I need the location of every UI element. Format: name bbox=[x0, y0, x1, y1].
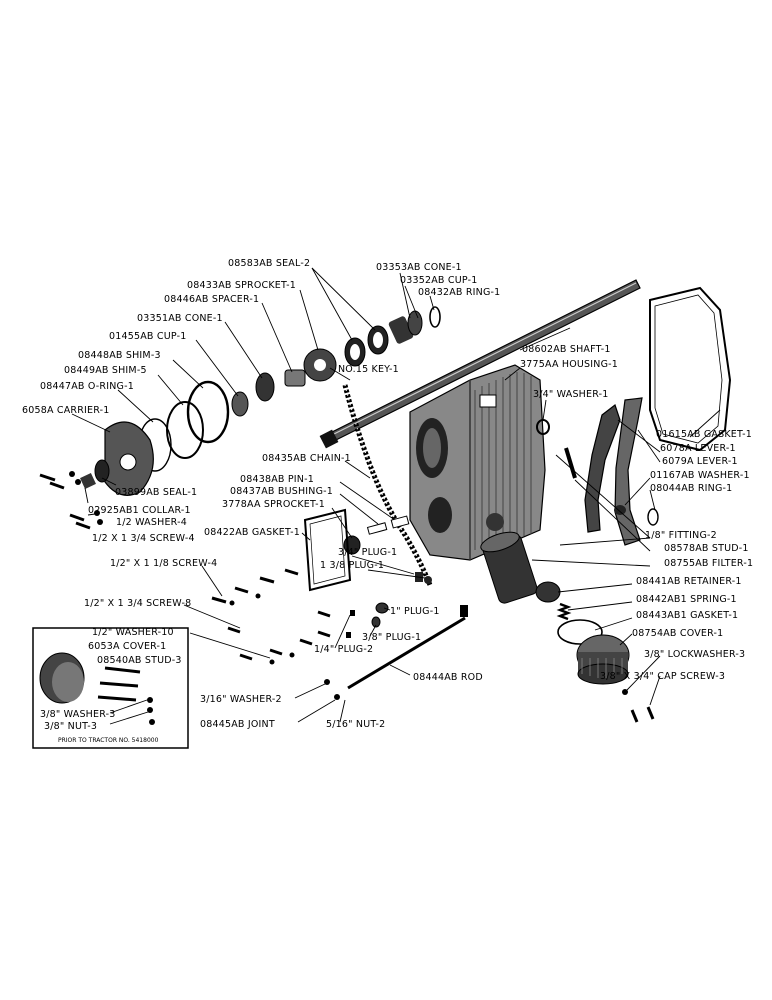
label-plug-138: 1 3/8 PLUG-1 bbox=[320, 560, 384, 571]
inset-box bbox=[32, 627, 189, 749]
label-cup-01455: 01455AB CUP-1 bbox=[109, 331, 186, 342]
shaft-drawing bbox=[319, 279, 641, 449]
label-stud-08578: 08578AB STUD-1 bbox=[664, 543, 749, 554]
label-oring-08447: 08447AB O-RING-1 bbox=[40, 381, 134, 392]
label-seal-08583: 08583AB SEAL-2 bbox=[228, 258, 310, 269]
label-gasket-08443: 08443AB1 GASKET-1 bbox=[636, 610, 738, 621]
label-screw-12x134-4: 1/2 X 1 3/4 SCREW-4 bbox=[92, 533, 195, 544]
seal-small-drawing bbox=[80, 459, 110, 489]
label-sprocket-3778: 3778AA SPROCKET-1 bbox=[222, 499, 325, 510]
cover-gasket-drawing bbox=[557, 619, 603, 645]
label-filter-08755: 08755AB FILTER-1 bbox=[664, 558, 753, 569]
label-cup-03352: 03352AB CUP-1 bbox=[400, 275, 477, 286]
label-ring-08432: 08432AB RING-1 bbox=[418, 287, 500, 298]
label-carrier-6058: 6058A CARRIER-1 bbox=[22, 405, 110, 416]
label-stud-08540: 08540AB STUD-3 bbox=[97, 655, 182, 666]
label-key-no15: NO.15 KEY-1 bbox=[338, 364, 399, 375]
rod-drawing bbox=[324, 605, 468, 700]
spacer-drawing bbox=[284, 369, 306, 387]
label-cover-08754: 08754AB COVER-1 bbox=[632, 628, 723, 639]
label-spacer-08446: 08446AB SPACER-1 bbox=[164, 294, 259, 305]
seal-drawing bbox=[344, 325, 389, 367]
label-washer-12-10: 1/2" WASHER-10 bbox=[92, 627, 174, 638]
retainer-drawing bbox=[535, 581, 561, 603]
label-screw-12x134-8: 1/2" X 1 3/4 SCREW-8 bbox=[84, 598, 191, 609]
label-washer-38-3: 3/8" WASHER-3 bbox=[40, 709, 116, 720]
cap-screws-drawing bbox=[622, 689, 655, 723]
label-plug-34: 3/4" PLUG-1 bbox=[338, 547, 397, 558]
chain-drawing bbox=[342, 384, 433, 586]
label-collar-02925: 02925AB1 COLLAR-1 bbox=[88, 505, 191, 516]
label-washer-316: 3/16" WASHER-2 bbox=[200, 694, 282, 705]
label-rod-08444: 08444AB ROD bbox=[413, 672, 483, 683]
label-plug-14: 1/4" PLUG-2 bbox=[314, 644, 373, 655]
label-lockwasher-38: 3/8" LOCKWASHER-3 bbox=[644, 649, 745, 660]
label-screw-12x118-4: 1/2" X 1 1/8 SCREW-4 bbox=[110, 558, 217, 569]
label-ring-08044: 08044AB RING-1 bbox=[650, 483, 732, 494]
label-joint-08445: 08445AB JOINT bbox=[200, 719, 275, 730]
screws-drawing bbox=[39, 473, 331, 661]
filter-drawing bbox=[480, 531, 538, 604]
label-retainer-08441: 08441AB RETAINER-1 bbox=[636, 576, 742, 587]
label-shim-08448: 08448AB SHIM-3 bbox=[78, 350, 161, 361]
label-sprocket-08433: 08433AB SPROCKET-1 bbox=[187, 280, 296, 291]
stud-drawing bbox=[564, 447, 577, 479]
label-chain-08435: 08435AB CHAIN-1 bbox=[262, 453, 351, 464]
pin-drawing bbox=[366, 522, 388, 535]
label-spring-08442: 08442AB1 SPRING-1 bbox=[636, 594, 737, 605]
bushing-drawing bbox=[390, 515, 410, 529]
washers-drawing bbox=[69, 471, 295, 665]
label-nut-38-3: 3/8" NUT-3 bbox=[44, 721, 97, 732]
label-shaft-08602: 08602AB SHAFT-1 bbox=[522, 344, 611, 355]
label-plug-1: 1" PLUG-1 bbox=[390, 606, 440, 617]
label-plug-38: 3/8" PLUG-1 bbox=[362, 632, 421, 643]
label-nut-516: 5/16" NUT-2 bbox=[326, 719, 385, 730]
ring-drawing bbox=[429, 306, 441, 328]
plate-gasket-drawing bbox=[303, 508, 352, 592]
label-pin-08438: 08438AB PIN-1 bbox=[240, 474, 314, 485]
bearing-cone-drawing bbox=[231, 372, 275, 417]
label-gasket-08422: 08422AB GASKET-1 bbox=[204, 527, 300, 538]
housing-drawing bbox=[409, 364, 546, 561]
labels: 08583AB SEAL-2 03353AB CONE-1 03352AB CU… bbox=[22, 258, 753, 744]
label-cone-03351: 03351AB CONE-1 bbox=[137, 313, 223, 324]
label-seal-03899: 03899AB SEAL-1 bbox=[115, 487, 197, 498]
spring-drawing bbox=[556, 602, 572, 621]
shim-drawing bbox=[166, 380, 230, 459]
label-cone-03353: 03353AB CONE-1 bbox=[376, 262, 462, 273]
label-bushing-08437: 08437AB BUSHING-1 bbox=[230, 486, 333, 497]
label-cover-6053: 6053A COVER-1 bbox=[88, 641, 166, 652]
cone-drawing bbox=[388, 310, 423, 344]
label-gasket-01615: 01615AB GASKET-1 bbox=[656, 429, 752, 440]
label-capscrew-38x34: 3/8" X 3/4" CAP SCREW-3 bbox=[600, 671, 725, 682]
gasket-drawing bbox=[649, 286, 732, 452]
label-lever-6078: 6078A LEVER-1 bbox=[660, 443, 736, 454]
label-lever-6079: 6079A LEVER-1 bbox=[662, 456, 738, 467]
cover-drawing bbox=[576, 634, 630, 685]
label-washer-34: 3/4" WASHER-1 bbox=[533, 389, 609, 400]
carrier-drawing bbox=[104, 421, 154, 496]
sprocket-drawing bbox=[303, 348, 337, 382]
label-prior-note: PRIOR TO TRACTOR NO. 5418000 bbox=[58, 737, 159, 744]
label-washer-12-4: 1/2 WASHER-4 bbox=[116, 517, 187, 528]
label-housing-3775: 3775AA HOUSING-1 bbox=[520, 359, 618, 370]
plugs-drawing bbox=[346, 572, 432, 638]
leader-lines bbox=[71, 267, 721, 725]
label-washer-01167: 01167AB WASHER-1 bbox=[650, 470, 750, 481]
label-shim-08449: 08449AB SHIM-5 bbox=[64, 365, 147, 376]
label-fitting-18: 1/8" FITTING-2 bbox=[645, 530, 717, 541]
lever-drawing bbox=[584, 397, 659, 546]
